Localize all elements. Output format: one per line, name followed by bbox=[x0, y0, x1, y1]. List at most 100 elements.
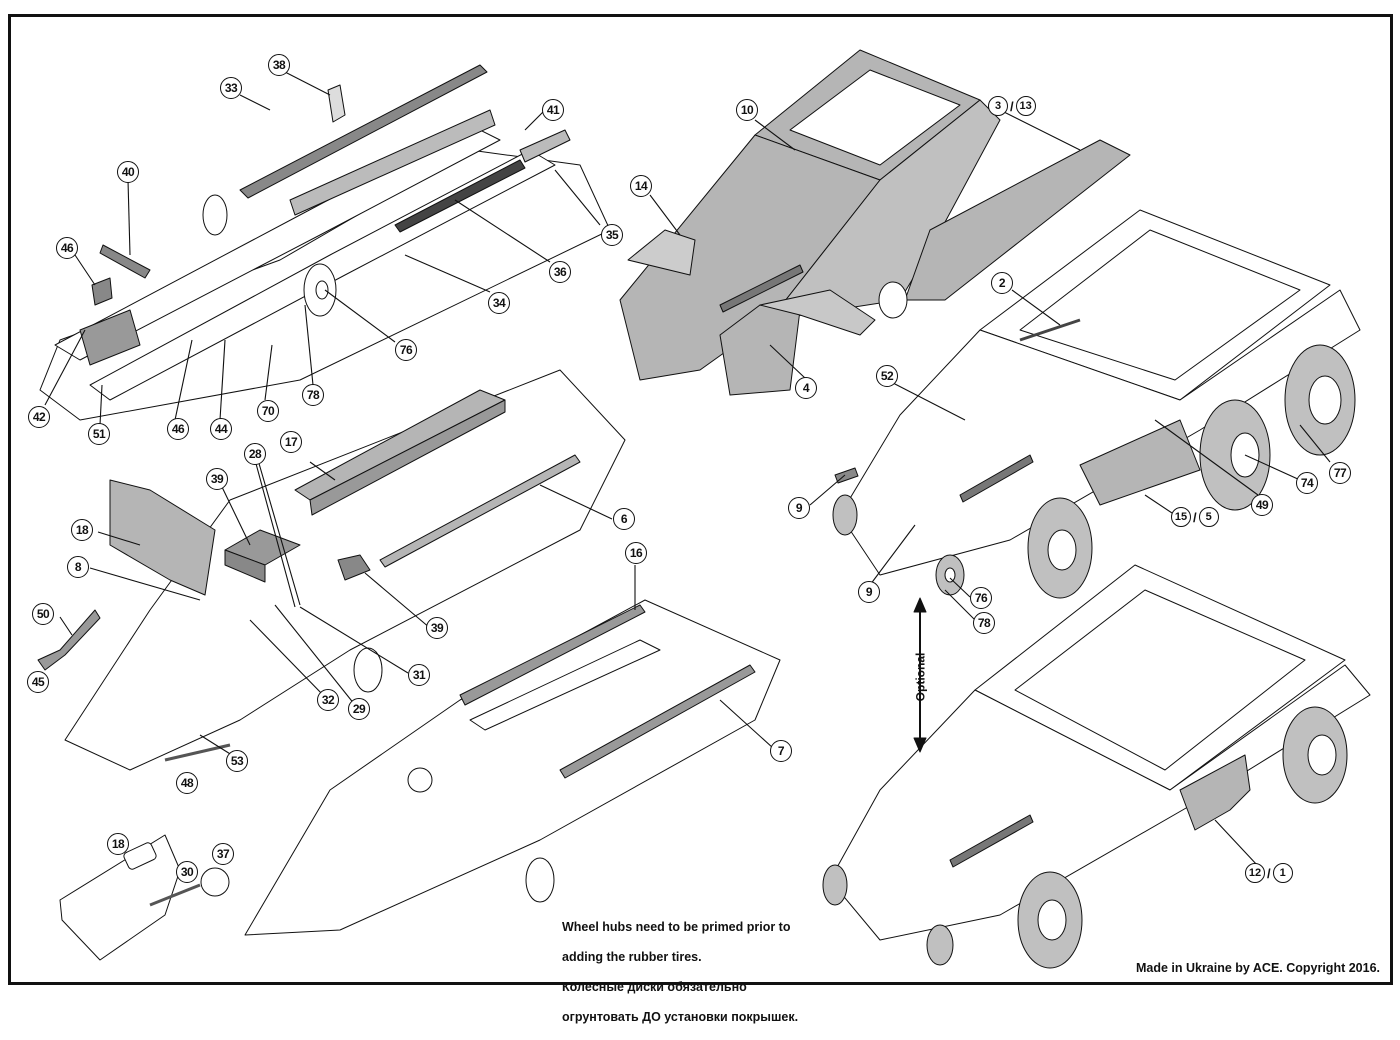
lower-wheel bbox=[525, 857, 555, 903]
part-18-panel bbox=[109, 479, 216, 596]
vehicle-assembled-right bbox=[832, 209, 1361, 599]
callout-34: 34 bbox=[488, 292, 510, 314]
callout-39b: 39 bbox=[426, 617, 448, 639]
callout-37: 37 bbox=[212, 843, 234, 865]
callout-76: 76 bbox=[395, 339, 417, 361]
part-18-subassembly bbox=[59, 834, 230, 961]
callout-70: 70 bbox=[257, 400, 279, 422]
callout-16: 16 bbox=[625, 542, 647, 564]
callout-8: 8 bbox=[67, 556, 89, 578]
callout-46: 46 bbox=[56, 237, 78, 259]
callout-77: 77 bbox=[1329, 462, 1351, 484]
callout-35: 35 bbox=[601, 224, 623, 246]
upper-hull-exploded bbox=[619, 49, 1131, 396]
callout-52: 52 bbox=[876, 365, 898, 387]
callout-74: 74 bbox=[1296, 472, 1318, 494]
callout-4: 4 bbox=[795, 377, 817, 399]
callout-18: 18 bbox=[71, 519, 93, 541]
callout-15: 15 bbox=[1171, 507, 1191, 527]
callout-39: 39 bbox=[206, 468, 228, 490]
part-50-lever bbox=[37, 609, 101, 671]
opt-wheel-small bbox=[926, 924, 954, 966]
hull-grille bbox=[719, 264, 804, 313]
callout-36: 36 bbox=[549, 261, 571, 283]
callout-30: 30 bbox=[176, 861, 198, 883]
callout-45: 45 bbox=[27, 671, 49, 693]
vehicle-roof-opening bbox=[1019, 229, 1301, 381]
part-18-door bbox=[59, 834, 181, 961]
callout-2: 2 bbox=[991, 272, 1013, 294]
opt-side-panel-12 bbox=[1179, 754, 1251, 831]
leaf-spring bbox=[394, 159, 526, 233]
note-line-4: огрунтовать ДО установки покрышек. bbox=[562, 1010, 799, 1024]
part-39-seat-side bbox=[224, 549, 266, 583]
interior-assembly bbox=[37, 369, 626, 771]
callout-10: 10 bbox=[736, 99, 758, 121]
callout-44: 44 bbox=[210, 418, 232, 440]
callout-78b: 78 bbox=[973, 612, 995, 634]
vehicle-side-panel bbox=[1079, 419, 1201, 506]
sheet-border bbox=[8, 14, 1393, 985]
part-16-strip bbox=[459, 604, 646, 706]
callout-3-13: 3/13 bbox=[988, 96, 1036, 116]
rear-bracket bbox=[519, 129, 571, 163]
vehicle-optional bbox=[822, 564, 1371, 969]
callout-9: 9 bbox=[788, 497, 810, 519]
copyright-text: Made in Ukraine by ACE. Copyright 2016. bbox=[1135, 961, 1380, 975]
optional-label: Optional bbox=[913, 652, 928, 702]
hull-rear-fender bbox=[904, 139, 1131, 301]
callout-12-1: 12/1 bbox=[1245, 863, 1293, 883]
callout-51: 51 bbox=[88, 423, 110, 445]
note-line-2: adding the rubber tires. bbox=[562, 950, 702, 964]
opt-grille bbox=[949, 814, 1034, 868]
callout-48: 48 bbox=[176, 772, 198, 794]
opt-spare-front bbox=[822, 864, 848, 906]
callout-15-5: 15/5 bbox=[1171, 507, 1219, 527]
steering-wheel bbox=[407, 767, 433, 793]
opt-roof-opening bbox=[1014, 589, 1306, 771]
part-4-bridge bbox=[759, 289, 876, 336]
front-bumper bbox=[289, 109, 496, 216]
part-6-bench bbox=[379, 454, 581, 568]
callout-46b: 46 bbox=[167, 418, 189, 440]
callout-9b: 9 bbox=[858, 581, 880, 603]
part-17-bench-front bbox=[309, 399, 506, 516]
chassis-frame-rail bbox=[54, 124, 501, 361]
callout-78: 78 bbox=[302, 384, 324, 406]
vehicle-grille bbox=[959, 454, 1034, 503]
callout-12: 12 bbox=[1245, 863, 1265, 883]
engine-block bbox=[79, 309, 141, 366]
chassis-assembly bbox=[39, 64, 611, 421]
assembly-note: Wheel hubs need to be primed prior to ad… bbox=[562, 905, 798, 1040]
hull-roof-opening bbox=[789, 69, 961, 166]
callout-29: 29 bbox=[348, 698, 370, 720]
vehicle-spare-front bbox=[832, 494, 858, 536]
optional-arrow bbox=[913, 597, 927, 753]
callout-38: 38 bbox=[268, 54, 290, 76]
callout-18b: 18 bbox=[107, 833, 129, 855]
callout-28: 28 bbox=[244, 443, 266, 465]
part-7-strip bbox=[559, 664, 756, 779]
lower-hull-assembly bbox=[244, 599, 781, 936]
hull-wheel bbox=[878, 281, 908, 319]
callout-53: 53 bbox=[226, 750, 248, 772]
leader-lines bbox=[44, 71, 1331, 867]
callout-49: 49 bbox=[1251, 494, 1273, 516]
part-14-box bbox=[627, 229, 696, 276]
assembly-drawing bbox=[37, 49, 1371, 969]
callout-7: 7 bbox=[770, 740, 792, 762]
callout-50: 50 bbox=[32, 603, 54, 625]
part-40-steering bbox=[99, 244, 151, 279]
part-4-mudguard bbox=[719, 304, 801, 396]
callout-41: 41 bbox=[542, 99, 564, 121]
callout-31: 31 bbox=[408, 664, 430, 686]
callout-6: 6 bbox=[613, 508, 635, 530]
callout-1: 1 bbox=[1272, 863, 1293, 883]
callout-13: 13 bbox=[1015, 96, 1036, 116]
part-46-block bbox=[91, 277, 113, 306]
front-axle-beam bbox=[239, 64, 488, 199]
callout-42: 42 bbox=[28, 406, 50, 428]
callout-5: 5 bbox=[1198, 507, 1219, 527]
part-39b-seat bbox=[337, 554, 371, 581]
chassis-wheel-front bbox=[202, 194, 228, 236]
